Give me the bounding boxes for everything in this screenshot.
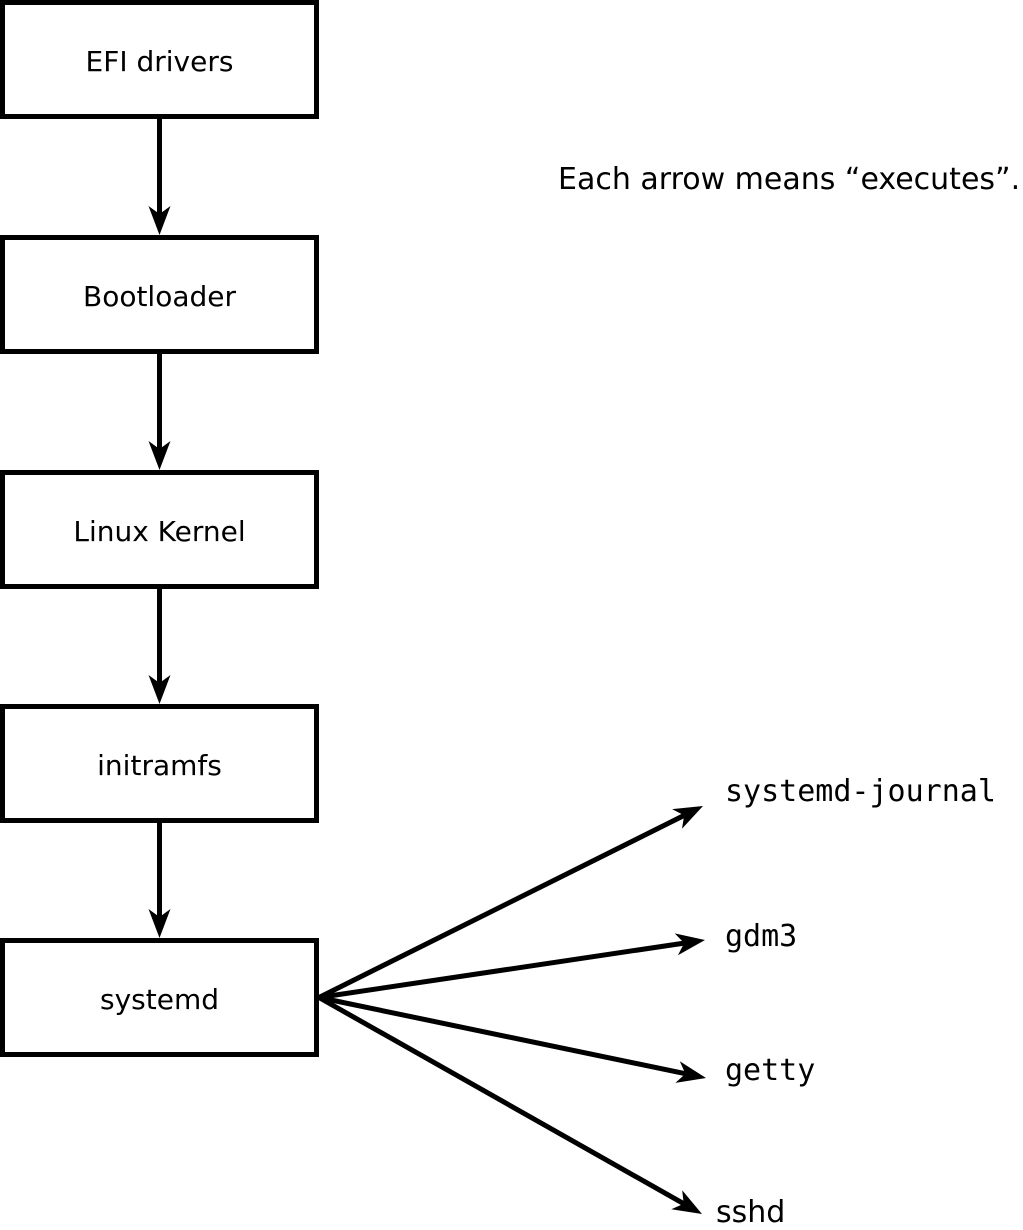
target-gdm3-label: gdm3 [725, 919, 797, 954]
arrow-systemd-to-systemd-journal [317, 813, 686, 1000]
node-efi-drivers-box [0, 0, 319, 119]
node-initramfs-box [0, 704, 319, 823]
arrow-systemd-to-sshd [317, 995, 685, 1206]
arrow-systemd-to-systemd-journal-head [672, 806, 703, 829]
node-linux-kernel: Linux Kernel [0, 470, 319, 589]
node-efi-drivers: EFI drivers [0, 0, 319, 119]
node-initramfs-label: initramfs [97, 749, 222, 782]
arrow-linux-kernel-to-initramfs-head [148, 675, 171, 704]
arrow-systemd-to-getty [318, 995, 686, 1077]
node-linux-kernel-box [0, 470, 319, 589]
arrow-initramfs-to-systemd-head [148, 909, 171, 938]
arrow-meaning-note: Each arrow means “executes”. [558, 162, 1020, 197]
node-systemd-label: systemd [100, 983, 219, 1016]
target-sshd-label: sshd [716, 1195, 785, 1230]
arrow-systemd-to-sshd-head [671, 1190, 702, 1214]
arrow-systemd-to-gdm3 [318, 940, 685, 1000]
arrow-efi-drivers-to-bootloader-head [148, 206, 171, 235]
target-getty-label: getty [725, 1053, 815, 1088]
node-systemd: systemd [0, 938, 319, 1057]
node-initramfs: initramfs [0, 704, 319, 823]
node-bootloader-box [0, 235, 319, 354]
node-efi-drivers-label: EFI drivers [86, 45, 234, 78]
arrow-bootloader-to-linux-kernel-head [148, 441, 171, 470]
node-linux-kernel-label: Linux Kernel [73, 515, 245, 548]
target-systemd-journal-label: systemd-journal [725, 774, 996, 809]
node-bootloader-label: Bootloader [83, 280, 237, 313]
node-systemd-box [0, 938, 319, 1057]
arrow-systemd-to-gdm3-head [674, 933, 705, 956]
arrow-systemd-to-getty-head [675, 1061, 706, 1083]
node-bootloader: Bootloader [0, 235, 319, 354]
